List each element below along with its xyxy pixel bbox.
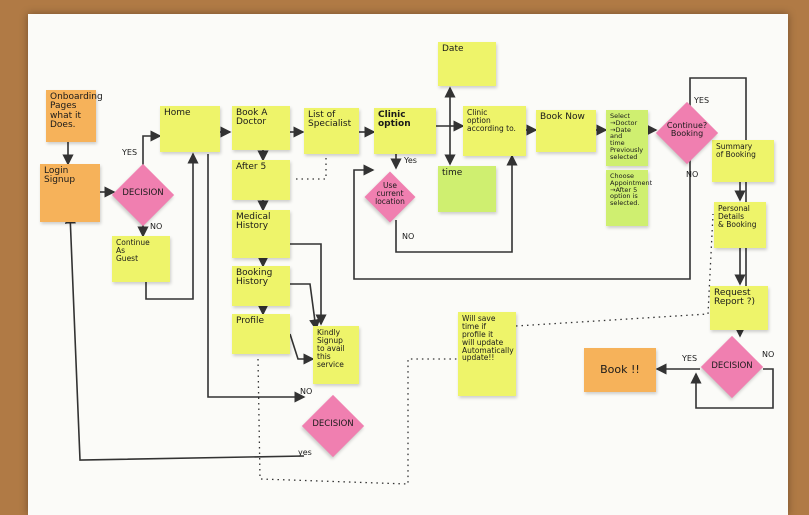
arrow-guest-home [145,152,199,300]
login-signup-note: Login Signup [40,164,100,222]
onboarding-note: Onboarding Pages what it Does. [46,90,103,142]
continue-guest-note: Continue As Guest [112,236,170,282]
arrow-location-according [395,154,518,253]
after5-note: After 5 [232,160,290,200]
profile-note: Profile [232,314,290,354]
label-yes-home: YES [122,148,138,157]
decision-bottom-label: DECISION [312,419,354,429]
decision-login-label: DECISION [122,188,164,198]
use-location-label: Use current location [375,181,405,206]
arrow-continue-no [353,156,691,280]
kindly-signup-note: Kindly Signup to avail this service [313,326,359,384]
label-yes-continue: YES [694,96,710,105]
arrow-clinic-date [436,86,456,127]
arrow-bottom-login [64,212,305,461]
will-save-time-note: Will save time if profile it will update… [458,312,516,396]
dotted-after5-list [296,154,327,180]
dotted-note-personal [515,213,714,327]
arrow-profile-kindly [289,333,315,365]
decision-request-label: DECISION [711,361,753,371]
list-specialist-note: List of Specialist [304,108,359,154]
label-no-request: NO [762,350,775,359]
personal-details-note: Personal Details & Booking [714,202,766,248]
request-report-note: Request Report ?) [710,286,768,330]
choose-appointment-note: Choose Appointment →After 5 option is se… [606,170,652,226]
continue-booking-label: Continue? Booking [666,121,708,139]
arrow-decision-home [142,130,162,169]
arrow-booking-kindly [290,283,321,331]
select-doctors-note: Select →Doctor →Date and time Previously… [606,110,648,166]
arrow-home-bottom [207,154,306,403]
book-final-note: Book !! [584,348,656,392]
home-note: Home [160,106,220,152]
clinic-option-according-note: Clinic option according to. [463,106,526,156]
booking-history-note: Booking History [232,266,290,306]
whiteboard: Onboarding Pages what it Does. Login Sig… [28,14,788,515]
book-now-note: Book Now [536,110,596,152]
summary-booking-note: Summary of Booking [712,140,774,182]
medical-history-note: Medical History [232,210,290,258]
label-yes-bottom: yes [298,448,312,457]
arrow-medical-kindly [290,243,327,326]
label-yes-location: Yes [404,156,417,165]
arrow-decision-no [690,368,774,409]
label-no-continue: NO [686,170,699,179]
label-no-location: NO [402,232,415,241]
label-yes-book: YES [682,354,698,363]
label-no-bottom: NO [300,387,313,396]
clinic-option-note: Clinic option [374,108,436,154]
time-note: time [438,166,496,212]
connector-layer [62,77,774,485]
arrow-continue-summary [689,77,752,312]
date-note: Date [438,42,496,86]
label-no-guest: NO [150,222,163,231]
book-doctor-note: Book A Doctor [232,106,290,150]
